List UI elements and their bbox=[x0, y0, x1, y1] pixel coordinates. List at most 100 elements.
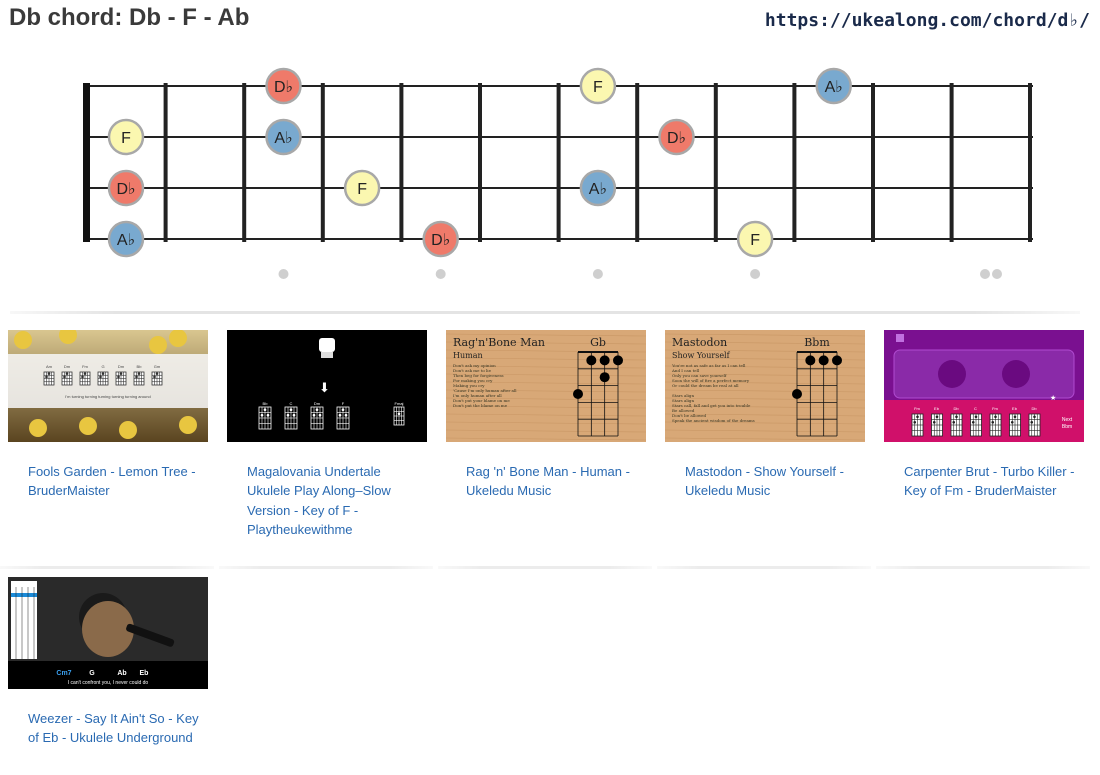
chord-box bbox=[310, 406, 324, 430]
video-title-link[interactable]: Weezer - Say It Ain't So - Key of Eb - U… bbox=[28, 711, 199, 746]
cassette-reel bbox=[938, 360, 966, 388]
chord-finger-dot bbox=[599, 355, 610, 366]
thumb-lyric-line: Only you can save yourself bbox=[672, 373, 727, 378]
wood-grain bbox=[446, 357, 646, 361]
chord-finger-dot bbox=[832, 355, 842, 366]
thumb-lyric-line: Speak the ancient wisdom of the dreams bbox=[672, 418, 755, 423]
down-arrow-icon: ⬇ bbox=[319, 381, 330, 396]
wood-grain bbox=[446, 373, 646, 377]
note-marker: D♭ bbox=[265, 67, 302, 105]
fret-wire bbox=[1028, 83, 1032, 242]
fret-marker-dot bbox=[750, 269, 761, 279]
note-label: F bbox=[593, 79, 603, 96]
card-divider bbox=[657, 566, 871, 569]
wood-grain bbox=[665, 365, 865, 369]
wood-grain bbox=[446, 389, 646, 393]
chord-box bbox=[1028, 413, 1041, 437]
thumb-chord-name: Dm bbox=[118, 364, 125, 369]
cassette-shape bbox=[893, 349, 1075, 399]
card-divider bbox=[0, 566, 214, 569]
chord-box bbox=[133, 371, 145, 386]
video-title-link[interactable]: Magalovania Undertale Ukulele Play Along… bbox=[247, 464, 391, 537]
video-title-link[interactable]: Mastodon - Show Yourself - Ukeledu Music bbox=[685, 464, 844, 499]
thumb-chord-name: G bbox=[89, 670, 95, 677]
thumb-lyric-line: Don't put the blame on me bbox=[453, 403, 508, 408]
wood-grain bbox=[446, 421, 646, 425]
chord-sidebar-highlight bbox=[11, 593, 37, 597]
page-url[interactable]: https://ukealong.com/chord/d♭/ bbox=[764, 10, 1090, 31]
note-dot bbox=[579, 67, 617, 105]
microphone-icon bbox=[126, 623, 175, 647]
thumb-chord-name: Am bbox=[46, 364, 53, 369]
lemon-shape bbox=[59, 330, 77, 344]
wood-grain bbox=[665, 437, 865, 441]
thumb-song-title: Rag'n'Bone Man bbox=[453, 336, 545, 349]
thumb-next-label: Next bbox=[1062, 417, 1073, 423]
thumb-caption: I'm turning turning turning turning turn… bbox=[65, 394, 150, 399]
wood-grain bbox=[665, 333, 865, 337]
fret-wire bbox=[792, 83, 797, 242]
video-title-link[interactable]: Fools Garden - Lemon Tree - BruderMaiste… bbox=[28, 464, 196, 499]
note-marker: D♭ bbox=[658, 118, 695, 156]
thumb-song-subtitle: Human bbox=[453, 351, 483, 360]
sprite-icon bbox=[319, 338, 335, 352]
wood-grain bbox=[446, 429, 646, 433]
video-title-link[interactable]: Rag 'n' Bone Man - Human - Ukeledu Music bbox=[466, 464, 630, 499]
thumb-lyric-line: Don't put your blame on me bbox=[453, 398, 510, 403]
thumb-chord-name: Bb bbox=[263, 401, 269, 406]
wood-grain bbox=[446, 333, 646, 337]
card-divider bbox=[876, 566, 1090, 569]
wood-grain bbox=[665, 381, 865, 385]
note-dot bbox=[422, 220, 459, 258]
note-dot bbox=[107, 220, 145, 258]
fret-marker-dot bbox=[435, 269, 446, 279]
note-label: A♭ bbox=[589, 181, 607, 198]
fret-wire bbox=[242, 83, 247, 242]
chord-box bbox=[79, 371, 91, 386]
thumb-chord-name: Fmaj bbox=[395, 401, 404, 406]
nut bbox=[83, 83, 90, 242]
thumb-chord-name: Fm bbox=[82, 364, 88, 369]
thumb-chord-name: Eb bbox=[1012, 406, 1018, 411]
note-dot bbox=[107, 169, 145, 207]
chord-box bbox=[151, 371, 163, 386]
note-dot bbox=[815, 67, 852, 105]
chord-box bbox=[61, 371, 73, 386]
video-title-link[interactable]: Carpenter Brut - Turbo Killer - Key of F… bbox=[904, 464, 1075, 499]
note-label: D♭ bbox=[116, 181, 135, 198]
thumb-chord-name: Dm bbox=[64, 364, 71, 369]
chord-box bbox=[336, 406, 350, 430]
note-marker: D♭ bbox=[107, 169, 145, 207]
card-divider bbox=[438, 566, 652, 569]
note-label: D♭ bbox=[274, 79, 293, 96]
note-label: F bbox=[750, 232, 760, 249]
lemon-shape bbox=[179, 416, 197, 434]
chord-box bbox=[950, 413, 963, 437]
performer-face bbox=[82, 601, 134, 657]
thumbnail-background bbox=[665, 330, 865, 442]
thumb-song-subtitle: Show Yourself bbox=[672, 351, 731, 360]
card-divider bbox=[219, 566, 433, 569]
chord-finger-dot bbox=[573, 389, 583, 399]
note-dot bbox=[343, 169, 381, 207]
wood-grain bbox=[446, 381, 646, 385]
wood-grain bbox=[446, 437, 646, 441]
thumb-lyric-line: Making you cry bbox=[453, 383, 485, 388]
note-dot bbox=[736, 220, 774, 258]
fret-wire bbox=[713, 83, 718, 242]
thumb-chord-name: Bbm bbox=[804, 336, 830, 349]
